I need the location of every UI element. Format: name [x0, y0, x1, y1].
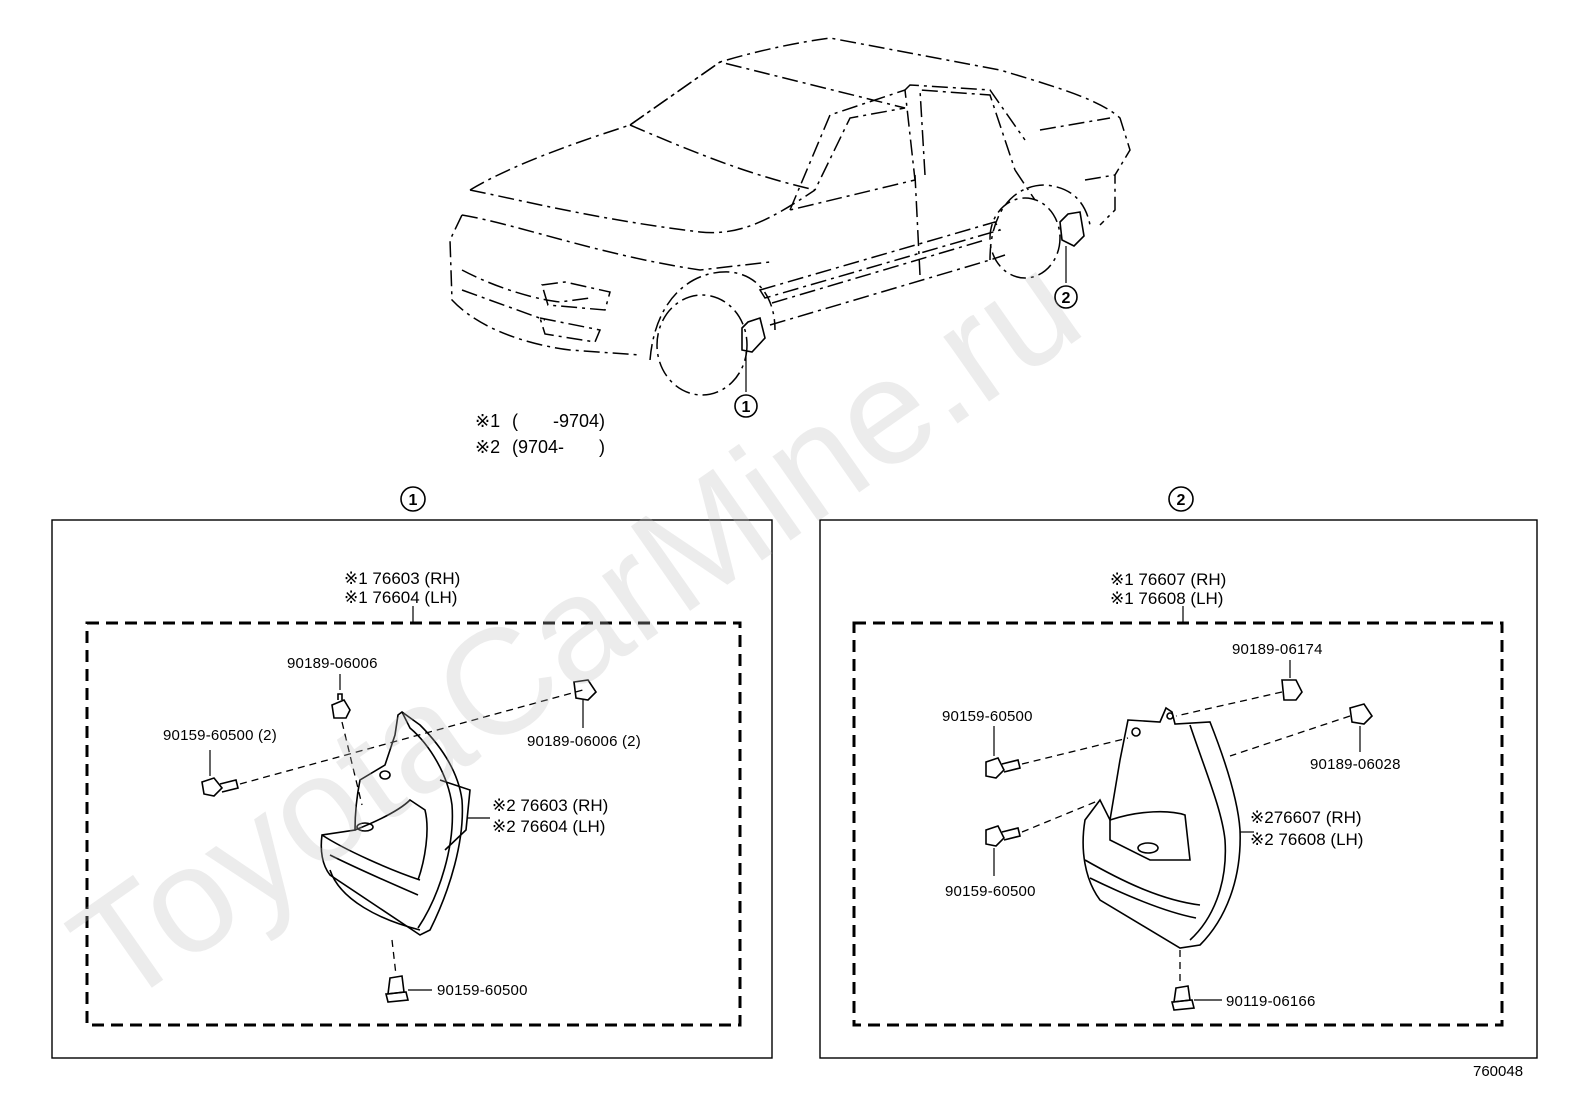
callout-1: 1	[734, 394, 758, 418]
clip-90189-06006-right-part	[573, 679, 598, 701]
note-2-mark: ※2	[475, 437, 500, 457]
right-top-line2: ※1 76608 (LH)	[1110, 589, 1223, 608]
left-side-line2: ※2 76604 (LH)	[492, 817, 605, 836]
left-top-line2: ※1 76604 (LH)	[344, 588, 457, 607]
callout-2: 2	[1054, 285, 1078, 309]
svg-text:1: 1	[409, 492, 418, 509]
front-mudflap-part	[320, 711, 471, 936]
right-top-line1: ※1 76607 (RH)	[1110, 570, 1226, 589]
left-screw-bottom-label: 90159-60500	[437, 982, 528, 999]
panel-left-frame	[51, 519, 773, 1059]
rear-mudflap-part	[1082, 706, 1241, 949]
panel-rear-mudguard: 2 ※1 76607 (RH) ※1 76608 (LH) 90159-6050…	[819, 486, 1538, 1059]
right-screw-upper-label: 90159-60500	[942, 708, 1033, 725]
left-clip-right-label: 90189-06006 (2)	[527, 733, 641, 750]
note-2-range: (9704- )	[512, 437, 605, 457]
svg-text:2: 2	[1062, 290, 1071, 307]
panel-right-frame	[819, 519, 1538, 1059]
date-notes: ※1 ( -9704) ※2 (9704- )	[475, 411, 605, 457]
screw-90159-60500-upper-part	[985, 757, 1021, 779]
car-illustration	[449, 37, 1131, 396]
panel-left-title: 1	[400, 486, 426, 512]
right-clip-right-label: 90189-06028	[1310, 756, 1401, 773]
clip-90189-06006-part	[331, 693, 351, 719]
left-clip-top-label: 90189-06006	[287, 655, 378, 672]
panel-right-title: 2	[1168, 486, 1194, 512]
right-clip-top-label: 90189-06174	[1232, 641, 1323, 658]
panel-front-mudguard: 1 ※1 76603 (RH) ※1 76604 (LH) 90189-0600…	[51, 486, 773, 1059]
screw-90159-60500-bottom-part	[384, 975, 410, 1003]
screw-90119-06166-part	[1170, 985, 1196, 1011]
right-side-line1: ※276607 (RH)	[1250, 808, 1362, 827]
right-screw-lower-label: 90159-60500	[945, 883, 1036, 900]
watermark: ToyotaCarMine.ru	[42, 220, 1108, 1037]
svg-text:1: 1	[742, 399, 751, 416]
left-screw-label: 90159-60500 (2)	[163, 727, 277, 744]
right-side-line2: ※2 76608 (LH)	[1250, 830, 1363, 849]
screw-90159-60500-lower-part	[985, 825, 1021, 847]
svg-text:2: 2	[1177, 492, 1186, 509]
left-side-line1: ※2 76603 (RH)	[492, 796, 608, 815]
right-screw-bottom-label: 90119-06166	[1226, 993, 1316, 1010]
left-top-line1: ※1 76603 (RH)	[344, 569, 460, 588]
clip-90189-06028-part	[1349, 703, 1374, 725]
note-1-mark: ※1	[475, 411, 500, 431]
clip-90189-06174-part	[1281, 679, 1303, 701]
panel-right-assembly-box	[852, 621, 1504, 1027]
screw-90159-60500-left-part	[201, 777, 239, 797]
note-1-range: ( -9704)	[512, 411, 605, 431]
reference-number: 760048	[1473, 1063, 1523, 1080]
